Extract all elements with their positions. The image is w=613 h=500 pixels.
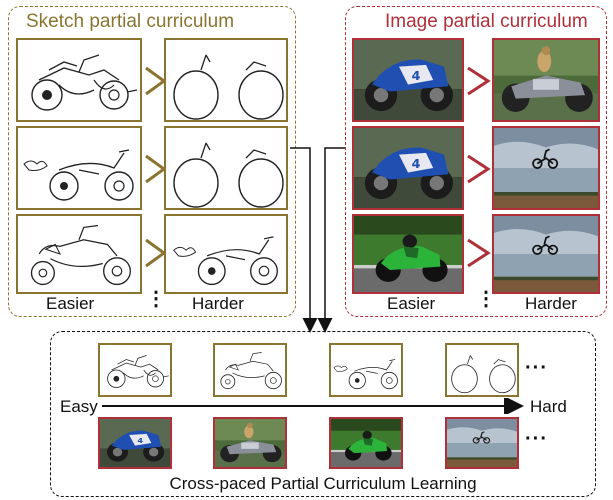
- curriculum-sketch-4: [445, 343, 519, 397]
- image-vertical-ellipsis: ⋮: [476, 288, 497, 310]
- chevron-right-icon: [467, 154, 491, 184]
- curriculum-image-3: [329, 417, 403, 469]
- image-harder-label: Harder: [525, 294, 577, 313]
- curriculum-sketch-1: [98, 343, 172, 397]
- image-curriculum-panel: [345, 6, 607, 317]
- image-easier-label: Easier: [387, 294, 436, 313]
- sketch-harder-1: [164, 38, 288, 122]
- sketch-easier-label: Easier: [46, 294, 95, 313]
- curriculum-image-1: [98, 417, 172, 469]
- motorcycle-photo: [215, 419, 285, 467]
- sketch-harder-2: [164, 126, 288, 210]
- image-easier-1: [352, 38, 464, 122]
- cross-paced-title: Cross-paced Partial Curriculum Learning: [169, 474, 477, 493]
- curriculum-image-4: [445, 417, 519, 469]
- chevron-right-icon: [467, 66, 491, 96]
- motorcycle-photo: [447, 419, 517, 467]
- cross-paced-panel: [50, 331, 596, 497]
- curriculum-image-2: [213, 417, 287, 469]
- difficulty-arrow: [102, 398, 524, 414]
- image-easier-2: [352, 126, 464, 210]
- image-harder-2: [492, 126, 600, 210]
- sketch-row-ellipsis: ···: [525, 357, 548, 379]
- chevron-right-icon: [467, 238, 491, 268]
- hard-label: Hard: [530, 397, 567, 416]
- motorcycle-sketch-image: [451, 355, 516, 394]
- sketch-vertical-ellipsis: ⋮: [146, 288, 167, 310]
- sketch-easier-2: [16, 126, 142, 210]
- motorcycle-sketch-image: [333, 359, 398, 390]
- sketch-harder-label: Harder: [192, 294, 244, 313]
- curriculum-sketch-3: [329, 343, 403, 397]
- image-easier-3: [352, 214, 464, 294]
- sketch-harder-3: [164, 214, 288, 294]
- motorcycle-photo: [100, 419, 170, 467]
- curriculum-sketch-2: [213, 343, 287, 397]
- motorcycle-photo: [331, 419, 401, 467]
- sketch-curriculum-panel: [8, 6, 296, 317]
- motorcycle-sketch-image: [220, 352, 282, 390]
- easy-label: Easy: [60, 397, 98, 416]
- image-harder-1: [492, 38, 600, 122]
- image-row-ellipsis: ···: [525, 428, 548, 450]
- image-panel-title: Image partial curriculum: [385, 11, 588, 32]
- image-harder-3: [492, 214, 600, 294]
- sketch-easier-1: [16, 38, 142, 122]
- sketch-easier-3: [16, 214, 142, 294]
- sketch-panel-title: Sketch partial curriculum: [26, 11, 235, 32]
- motorcycle-sketch-image: [107, 355, 170, 388]
